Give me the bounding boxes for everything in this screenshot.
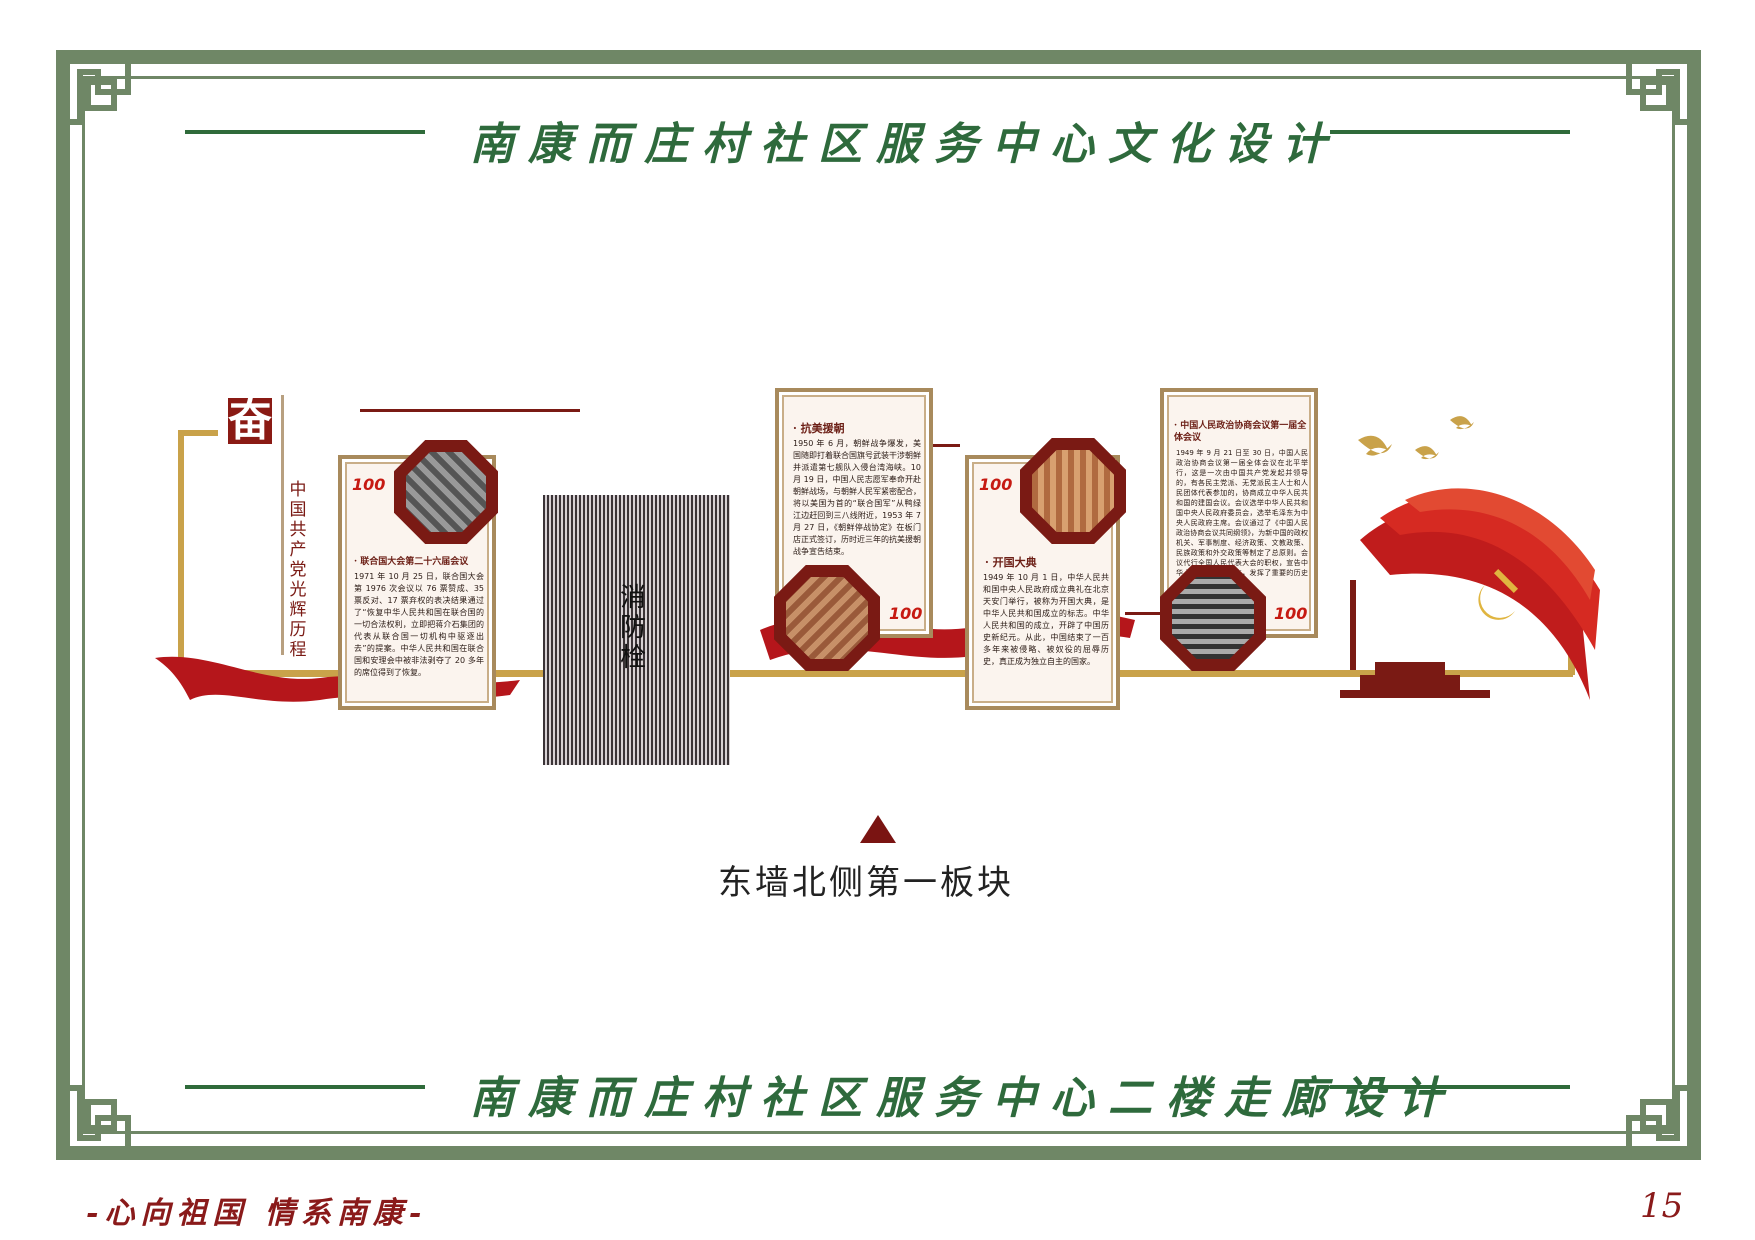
- historical-photo-un: [406, 452, 486, 532]
- footer-rule-right: [1330, 1085, 1570, 1089]
- gold-rail: [178, 670, 1573, 677]
- gold-bracket: [178, 430, 184, 675]
- panel-title: · 抗美援朝: [793, 422, 845, 435]
- historical-photo-korea: [786, 577, 868, 659]
- centenary-badge-icon: 100: [1274, 604, 1308, 623]
- corner-knot-icon: [63, 57, 131, 125]
- historical-photo-cppcc: [1172, 577, 1254, 659]
- panel-body: 1971 年 10 月 25 日，联合国大会第 1976 次会议以 76 票赞成…: [354, 572, 484, 677]
- inner-frame: [82, 76, 1675, 1134]
- section-caption: 东墙北侧第一板块: [718, 863, 1014, 903]
- centenary-badge-icon: 100: [979, 475, 1013, 494]
- location-marker-icon: [860, 815, 896, 843]
- footer-slogan: -心向祖国 情系南康-: [86, 1196, 428, 1231]
- footer-rule-left: [185, 1085, 425, 1089]
- page-title: 南康而庄村社区服务中心文化设计: [470, 119, 1340, 170]
- centenary-badge-icon: 100: [352, 475, 386, 494]
- fire-hydrant-box: [543, 495, 730, 765]
- panel-body: 1949 年 10 月 1 日，中华人民共和国中央人民政府成立典礼在北京天安门举…: [983, 573, 1109, 666]
- party-flag-decoration: [1340, 416, 1600, 700]
- title-rule-left: [185, 130, 425, 134]
- corner-knot-icon: [1626, 1085, 1694, 1153]
- page-number: 15: [1640, 1186, 1684, 1226]
- panel-body: 1950 年 6 月，朝鲜战争爆发，美国随即打着联合国旗号武装干涉朝鲜并派遣第七…: [793, 439, 921, 556]
- banner-title: 奋斗百年: [228, 395, 272, 602]
- history-panel-cppcc: · 中国人民政治协商会议第一届全体会议 1949 年 9 月 21 日至 30 …: [1160, 388, 1318, 638]
- footer-title: 南康而庄村社区服务中心二楼走廊设计: [470, 1073, 1456, 1124]
- hydrant-label: 消防栓: [620, 583, 647, 673]
- historical-photo-founding: [1032, 450, 1114, 532]
- outer-frame: [56, 50, 1701, 1160]
- corner-knot-icon: [1626, 57, 1694, 125]
- panel-title: · 中国人民政治协商会议第一届全体会议: [1174, 421, 1307, 443]
- panel-title: · 联合国大会第二十六届会议: [354, 557, 469, 567]
- corner-knot-icon: [63, 1085, 131, 1153]
- title-rule-right: [1330, 130, 1570, 134]
- centenary-badge-icon: 100: [889, 604, 923, 623]
- panel-title: · 开国大典: [985, 556, 1037, 569]
- banner-subtitle: 中国共产党光辉历程: [289, 480, 307, 660]
